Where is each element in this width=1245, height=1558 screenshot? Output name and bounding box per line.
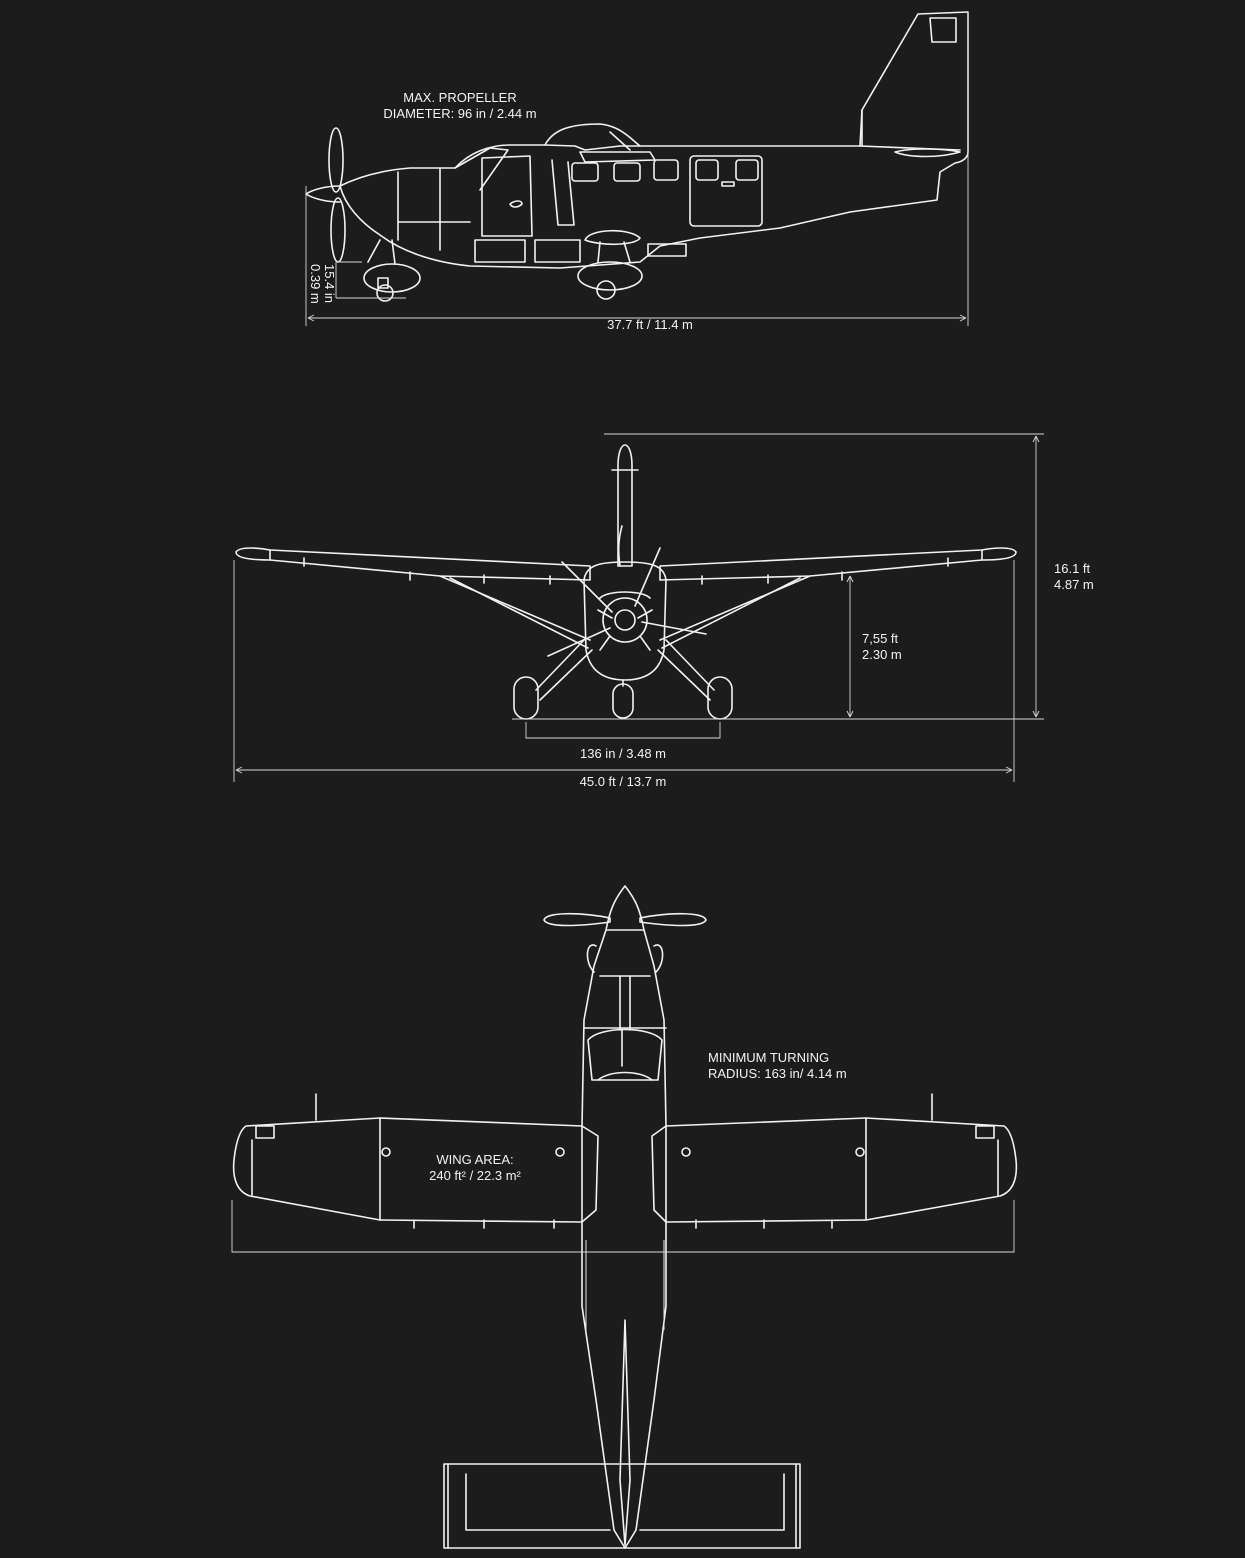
wing-height-label: 7,55 ft 2.30 m <box>862 631 902 663</box>
wing-height-feet: 7,55 ft <box>862 631 899 646</box>
height-meters: 4.87 m <box>1054 577 1094 592</box>
turning-label-line1: MINIMUM TURNING <box>708 1050 830 1065</box>
front-view-dimensions <box>233 433 1044 782</box>
side-view-drawing <box>305 11 969 302</box>
height-feet: 16.1 ft <box>1054 561 1091 576</box>
top-view-dimensions <box>231 1200 1015 1253</box>
overall-height-label: 16.1 ft 4.87 m <box>1054 561 1094 593</box>
clearance-meters: 0.39 m <box>308 264 323 304</box>
overall-length-label: 37.7 ft / 11.4 m <box>607 317 693 332</box>
clearance-inches: 15.4 in <box>322 264 337 304</box>
ground-clearance-label: 15.4 in 0.39 m <box>308 264 337 304</box>
wheel-track-label: 136 in / 3.48 m <box>580 746 666 761</box>
wing-height-meters: 2.30 m <box>862 647 902 662</box>
wing-area-line2: 240 ft² / 22.3 m² <box>429 1168 521 1183</box>
propeller-label-line1: MAX. PROPELLER <box>403 90 517 105</box>
wing-area-line1: WING AREA: <box>436 1152 514 1167</box>
turning-radius-label: MINIMUM TURNING RADIUS: 163 in/ 4.14 m <box>708 1050 847 1082</box>
wingspan-label: 45.0 ft / 13.7 m <box>579 774 667 789</box>
top-view-drawing <box>232 885 1018 1549</box>
wing-area-label: WING AREA: 240 ft² / 22.3 m² <box>400 1152 550 1184</box>
propeller-label-line2: DIAMETER: 96 in / 2.44 m <box>383 106 537 121</box>
turning-label-line2: RADIUS: 163 in/ 4.14 m <box>708 1066 847 1081</box>
propeller-diameter-label: MAX. PROPELLER DIAMETER: 96 in / 2.44 m <box>370 90 550 122</box>
side-view-dimensions <box>305 12 969 326</box>
front-view-drawing <box>235 444 1017 720</box>
